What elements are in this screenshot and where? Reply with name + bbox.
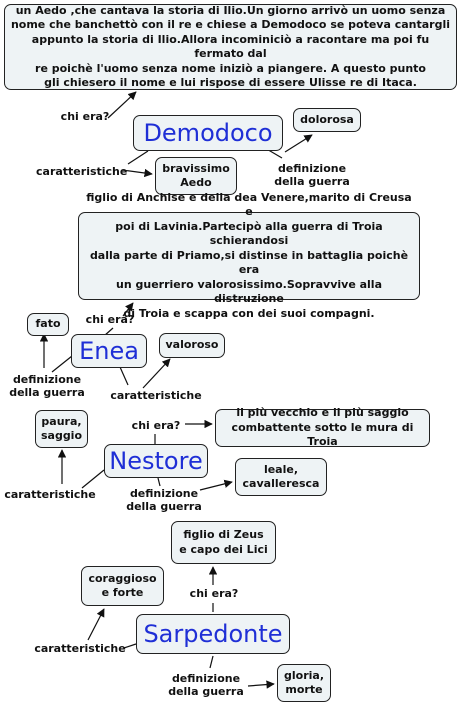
demodoco-caratteristiche-arrow [121,168,153,178]
demodoco-chi-era-box[interactable]: un Aedo ,che cantava la storia di Ilio.U… [4,4,457,90]
nestore-caratteristiche-label: caratteristiche [4,488,96,501]
nestore-definizione-arrow [199,479,233,491]
enea-caratteristiche-label: caratteristiche [110,389,202,402]
nestore-concept[interactable]: Nestore [104,444,208,478]
enea-chi-era-label: chi era? [85,313,135,326]
nestore-chi-era-box[interactable]: il più vecchio e il più saggio combatten… [215,406,430,448]
sarpedonte-definizione-link [209,655,214,669]
nestore-caratteristiche-link [81,469,105,489]
nestore-definizione-box[interactable]: leale, cavalleresca [235,458,327,496]
enea-definizione-link [51,355,73,373]
enea-chi-era-arrow [122,302,134,317]
sarpedonte-definizione-arrow [247,680,275,689]
enea-concept[interactable]: Enea [71,334,147,368]
sarpedonte-chi-era-label: chi era? [189,587,239,600]
enea-caratteristiche-link [119,366,129,386]
enea-caratteristiche-arrow [142,358,171,389]
sarpedonte-chi-era-box[interactable]: figlio di Zeus e capo dei Lici [171,521,276,564]
demodoco-definizione-box[interactable]: dolorosa [293,108,361,132]
nestore-chi-era-label: chi era? [131,419,181,432]
demodoco-caratteristiche-label: caratteristiche [36,165,128,178]
sarpedonte-caratteristiche-link [123,643,137,649]
sarpedonte-caratteristiche-arrow [87,608,105,641]
demodoco-concept[interactable]: Demodoco [133,115,283,151]
sarpedonte-caratteristiche-label: caratteristiche [34,642,126,655]
demodoco-chi-era-arrow [107,91,137,119]
demodoco-definizione-arrow [284,134,313,153]
sarpedonte-caratteristiche-box[interactable]: coraggioso e forte [81,566,164,606]
demodoco-definizione-label: definizione della guerra [274,162,350,188]
sarpedonte-definizione-label: definizione della guerra [168,672,244,698]
enea-chi-era-box[interactable]: figlio di Anchise e della dea Venere,mar… [78,191,420,320]
nestore-definizione-label: definizione della guerra [126,487,202,513]
demodoco-caratteristiche-box[interactable]: bravissimo Aedo [155,157,237,195]
enea-definizione-label: definizione della guerra [9,373,85,399]
sarpedonte-definizione-box[interactable]: gloria, morte [277,664,331,702]
nestore-caratteristiche-box[interactable]: paura, saggio [35,410,88,448]
sarpedonte-concept[interactable]: Sarpedonte [136,614,290,654]
demodoco-caratteristiche-link [127,150,149,165]
enea-caratteristiche-box[interactable]: valoroso [159,333,225,358]
demodoco-chi-era-label: chi era? [60,110,110,123]
nestore-definizione-link [157,477,161,487]
enea-definizione-box[interactable]: fato [27,313,69,336]
